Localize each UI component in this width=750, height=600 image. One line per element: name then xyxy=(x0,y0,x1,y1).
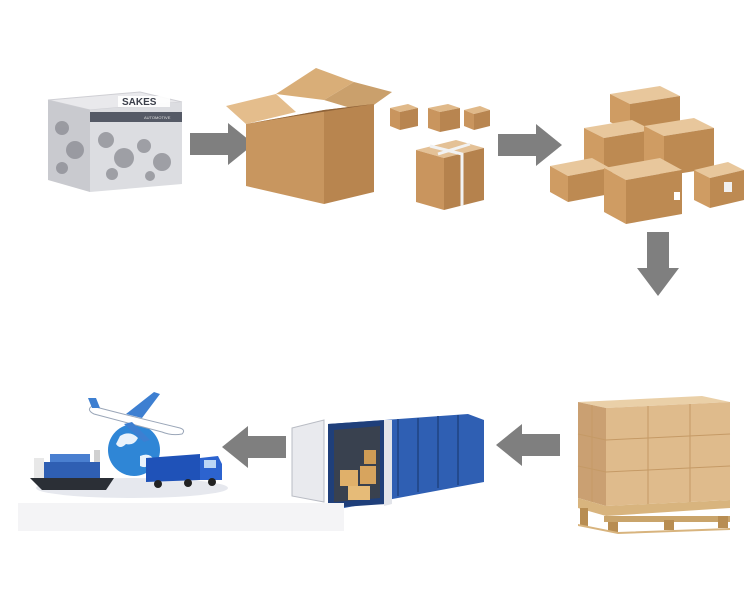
product-box-brand: SAKES xyxy=(122,97,157,108)
arrow-down-icon xyxy=(637,232,679,296)
airplane-icon xyxy=(88,392,185,442)
global-transport-icon xyxy=(30,392,228,498)
arrow-right-icon xyxy=(498,124,562,166)
shipping-container-icon xyxy=(291,414,484,508)
product-box-subtext: AUTOMOTIVE xyxy=(144,115,171,120)
truck-icon xyxy=(146,454,222,488)
arrow-right-icon xyxy=(190,123,254,165)
product-box-icon: SAKES AUTOMOTIVE xyxy=(47,91,183,192)
caption-strip xyxy=(18,503,344,531)
arrow-left-icon xyxy=(222,426,286,468)
open-carton-icon xyxy=(226,68,490,210)
palletized-cartons-icon xyxy=(577,396,731,534)
ship-icon xyxy=(30,450,114,490)
carton-stack-icon xyxy=(550,86,744,224)
arrow-left-icon xyxy=(496,424,560,466)
